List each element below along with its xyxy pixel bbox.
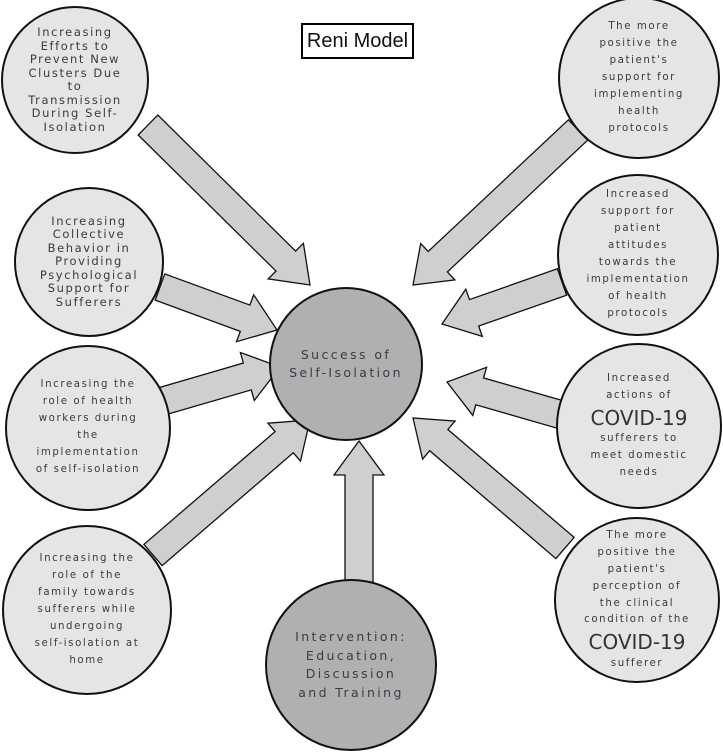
right-node-3-label-line: needs	[619, 467, 659, 479]
right-node-3-label-line: sufferers to	[600, 433, 678, 445]
left-node-4-label-line: role of the	[52, 569, 122, 581]
intervention-node-label-line: Education,	[305, 647, 397, 663]
right-node-2-label-line: Increased	[606, 189, 670, 201]
right-node-4-label-line: positive the	[597, 546, 677, 558]
left-node-3-circle	[5, 345, 171, 511]
right-node-2-label-line: attitudes	[608, 240, 668, 252]
left-node-4-label-line: family towards	[38, 586, 136, 598]
right-node-2-label-line: protocols	[607, 308, 669, 320]
arrow-intervention	[332, 439, 386, 583]
right-node-3-label-line: actions of	[606, 389, 672, 401]
right-node-4-label: The more positive the patient's perception …	[565, 528, 709, 672]
diagram-title: Reni Model	[301, 23, 414, 59]
arrow-right-2	[440, 267, 568, 338]
arrow-left-2	[154, 273, 279, 343]
right-node-3-label-line: meet domestic	[590, 450, 688, 462]
left-node-2-label-line: Sufferers	[55, 294, 123, 309]
center-node-label: Success of Self-Isolation	[280, 298, 413, 431]
left-node-2-label-line: Increasing	[51, 213, 127, 228]
intervention-node-label-line: and Training	[298, 684, 404, 700]
right-node-1-label-line: protocols	[608, 122, 670, 134]
left-node-2-circle	[14, 187, 164, 337]
right-node-4-circle	[554, 517, 720, 683]
arrow-right-4	[412, 417, 576, 560]
right-node-1-label-line: The more	[608, 20, 670, 32]
right-node-3-circle	[556, 343, 722, 509]
right-node-3-label-line: COVID-19	[590, 405, 688, 430]
right-node-4-label-line: sufferer	[610, 658, 664, 670]
left-node-3-label-line: Increasing the	[40, 379, 136, 391]
right-node-1-label-line: positive the	[599, 37, 679, 49]
left-node-4-label-line: undergoing	[49, 620, 125, 632]
right-node-2-label-line: implementation	[586, 274, 690, 286]
intervention-node-label-line: Discussion	[305, 666, 397, 681]
left-node-1-label-line: Efforts to	[40, 38, 110, 53]
left-node-2-label-line: Providing	[55, 254, 123, 269]
right-node-1-label-line: patient's	[609, 54, 669, 66]
left-node-4-label-line: self-isolation at	[34, 637, 140, 649]
left-node-4-label-line: sufferers while	[37, 603, 137, 615]
left-node-3-label-line: workers during	[38, 413, 138, 425]
arrow-left-3	[158, 351, 282, 416]
left-node-4-label-line: Increasing the	[39, 552, 135, 564]
right-node-2-label-line: patient	[614, 223, 662, 235]
right-node-4-label-line: condition of the	[584, 614, 690, 626]
arrow-right-1	[412, 118, 589, 286]
left-node-4-circle	[2, 525, 172, 695]
right-node-1-label-line: implementing	[594, 88, 684, 100]
left-node-2-label-line: Collective	[52, 227, 126, 242]
arrow-left-4	[142, 419, 311, 567]
left-node-1-label-line: Increasing	[37, 25, 113, 39]
left-node-3-label-line: role of health	[42, 396, 134, 408]
center-node-circle	[269, 287, 423, 441]
right-node-4-label-line: COVID-19	[588, 630, 686, 655]
left-node-2-label-line: Behavior in	[47, 240, 131, 255]
arrow-left-1	[137, 114, 311, 286]
left-node-1-label-line: Clusters Due	[28, 65, 122, 80]
left-node-2-label-line: Support for	[47, 281, 131, 296]
right-node-2-label-line: support for	[601, 206, 675, 218]
left-node-1-circle	[1, 6, 149, 154]
left-node-4-label: Increasing the role of the family towards s…	[14, 537, 161, 684]
left-node-3-label: Increasing the role of health workers duri…	[16, 356, 160, 500]
right-node-1-label: The more positive the patient's support for…	[569, 8, 709, 148]
right-node-2-label-line: towards the	[598, 257, 678, 269]
intervention-node-label-line: Intervention:	[295, 629, 407, 644]
left-node-1-label-line: Isolation	[43, 119, 107, 134]
left-node-2-label-line: Psychological	[39, 267, 139, 282]
right-node-1-label-line: support for	[602, 71, 676, 83]
right-node-3-label-line: Increased	[607, 372, 671, 384]
left-node-1-label-line: Prevent New	[29, 52, 121, 66]
left-node-3-label-line: implementation	[36, 447, 140, 459]
left-node-1-label-line: During Self-	[31, 106, 119, 120]
left-node-1-label-line: to	[67, 79, 83, 93]
intervention-node-label: Intervention: Education, Discussion and Tra…	[277, 591, 426, 740]
left-node-4-label-line: home	[69, 654, 105, 666]
center-node-label-line: Success of	[300, 346, 392, 362]
intervention-node-circle	[265, 579, 437, 751]
right-node-3-label: Increased actions of COVID-19 sufferers to m…	[567, 354, 711, 498]
arrow-right-3	[445, 366, 567, 430]
center-node-label-line: Self-Isolation	[289, 365, 403, 380]
left-node-3-label-line: of self-isolation	[35, 464, 141, 476]
right-node-2-label: Increased support for patient attitudes towa…	[568, 185, 708, 325]
right-node-4-label-line: perception of	[592, 580, 682, 592]
left-node-1-label-line: Transmission	[28, 92, 122, 107]
right-node-2-label-line: of health	[608, 291, 668, 303]
right-node-1-label-line: health	[618, 105, 660, 117]
arrows-layer	[137, 114, 589, 583]
right-node-4-label-line: The more	[606, 529, 668, 541]
right-node-2-circle	[557, 174, 719, 336]
right-node-4-label-line: patient's	[607, 563, 667, 575]
right-node-1-circle	[558, 0, 720, 159]
right-node-4-label-line: the clinical	[599, 597, 675, 609]
left-node-3-label-line: the	[77, 430, 99, 442]
